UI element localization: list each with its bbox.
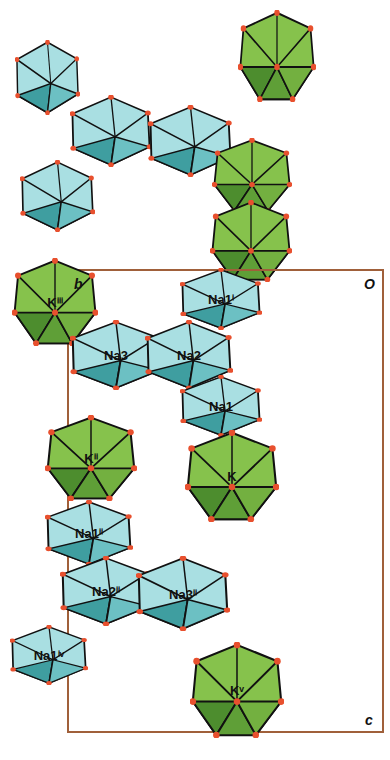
- na-polyhedron: Na1ⁱ: [180, 268, 262, 330]
- na-polyhedron: Na1ⁱⁱ: [45, 500, 133, 566]
- na-polyhedron: Na1: [180, 375, 262, 437]
- k-polyhedron: Kⁱⁱ: [45, 415, 137, 501]
- k-polyhedron: Kᵛ: [190, 642, 284, 738]
- k-polyhedron: K: [185, 430, 279, 522]
- atom-label: Kᵛ: [190, 683, 284, 698]
- na-polyhedron: Na3ⁱⁱ: [136, 556, 230, 631]
- axis-label: c: [365, 712, 373, 728]
- atom-label: Na2: [145, 348, 233, 363]
- atom-label: K: [185, 469, 279, 484]
- atom-label: Kⁱⁱⁱ: [12, 293, 98, 311]
- atom-label: Na1ⁱⁱ: [45, 524, 133, 542]
- axis-label: b: [74, 276, 83, 292]
- axis-label: O: [364, 276, 375, 292]
- na-polyhedron: Na1ⁱᵛ: [10, 625, 88, 685]
- atom-label: Na1ⁱ: [180, 290, 262, 308]
- atom-label: Na1ⁱᵛ: [10, 646, 88, 664]
- atom-label: Na3ⁱⁱ: [136, 585, 230, 603]
- atom-label: Na1: [180, 399, 262, 414]
- atom-label: Kⁱⁱ: [45, 449, 137, 467]
